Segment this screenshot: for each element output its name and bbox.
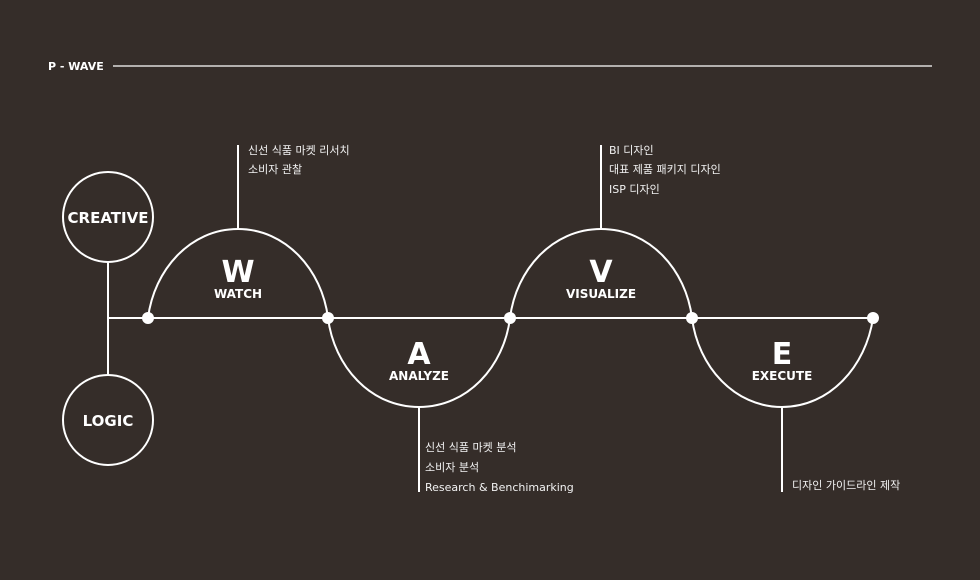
wave-dot (322, 312, 334, 324)
wave-dot (867, 312, 879, 324)
creative-label: CREATIVE (68, 209, 149, 227)
note-analyze-2: 소비자 분석 (425, 461, 479, 474)
note-watch-2: 소비자 관찰 (248, 163, 302, 176)
header-title: P - WAVE (48, 60, 104, 73)
stage-letter-execute: E (772, 337, 793, 372)
wave-dot (142, 312, 154, 324)
stage-letter-analyze: A (407, 337, 431, 372)
note-watch-1: 신선 식품 마켓 리서치 (248, 144, 350, 157)
stage-name-watch: WATCH (214, 287, 262, 301)
stage-letter-visualize: V (589, 255, 613, 290)
stage-name-execute: EXECUTE (752, 369, 813, 383)
note-analyze-1: 신선 식품 마켓 분석 (425, 441, 516, 454)
stage-name-analyze: ANALYZE (389, 369, 449, 383)
wave-dot (504, 312, 516, 324)
note-visualize-2: 대표 제품 패키지 디자인 (609, 163, 721, 176)
note-analyze-3: Research & Benchimarking (425, 481, 574, 494)
note-visualize-3: ISP 디자인 (609, 183, 660, 196)
stage-letter-watch: W (221, 255, 254, 290)
logic-label: LOGIC (83, 412, 134, 430)
note-visualize-1: BI 디자인 (609, 144, 654, 157)
stage-name-visualize: VISUALIZE (566, 287, 636, 301)
note-execute-1: 디자인 가이드라인 제작 (792, 479, 900, 492)
wave-dot (686, 312, 698, 324)
